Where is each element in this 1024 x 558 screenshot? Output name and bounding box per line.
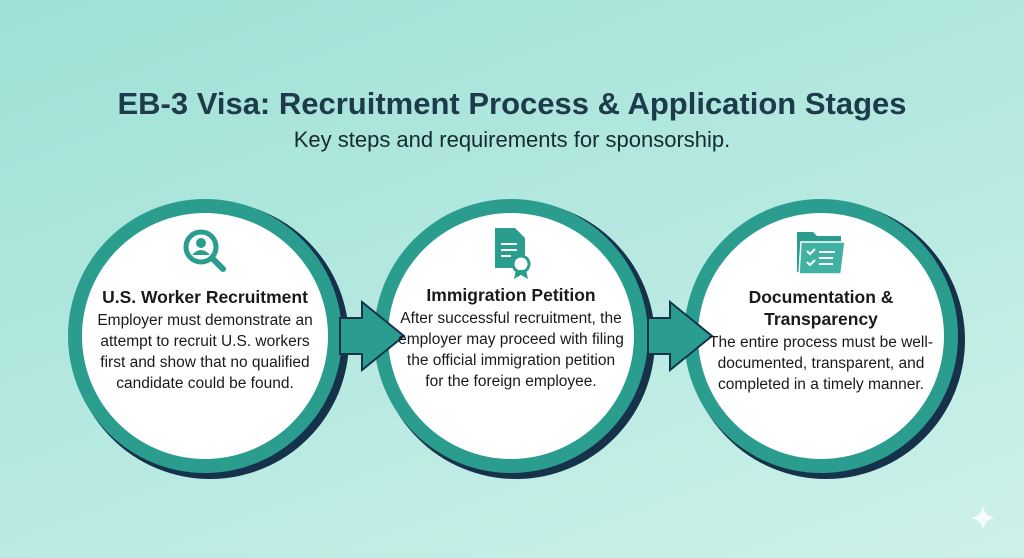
stage-card-2: Immigration Petition After successful re… — [396, 224, 626, 392]
stage-description: Employer must demonstrate an attempt to … — [97, 312, 313, 392]
checklist-folder-icon — [793, 224, 849, 280]
certified-document-icon — [483, 224, 539, 280]
stage-title: Immigration Petition — [426, 285, 596, 305]
stage-circle-1 — [68, 199, 349, 479]
stage-description: The entire process must be well-document… — [709, 334, 933, 393]
stage-circle-3 — [684, 199, 965, 479]
stage-card-1: U.S. Worker Recruitment Employer must de… — [90, 224, 320, 394]
page-subtitle: Key steps and requirements for sponsorsh… — [293, 127, 731, 152]
arrow-2 — [647, 299, 714, 373]
stage-card-3: Documentation & Transparency The entire … — [706, 224, 936, 395]
sparkle-icon — [970, 505, 996, 531]
stage-title: Documentation & Transparency — [748, 287, 894, 329]
arrow-1 — [339, 299, 406, 373]
stage-circle-2 — [374, 199, 655, 479]
page-title: EB-3 Visa: Recruitment Process & Applica… — [117, 86, 907, 121]
stage-description: After successful recruitment, the employ… — [398, 310, 624, 390]
stage-title: U.S. Worker Recruitment — [102, 287, 308, 307]
user-search-icon — [177, 224, 233, 280]
